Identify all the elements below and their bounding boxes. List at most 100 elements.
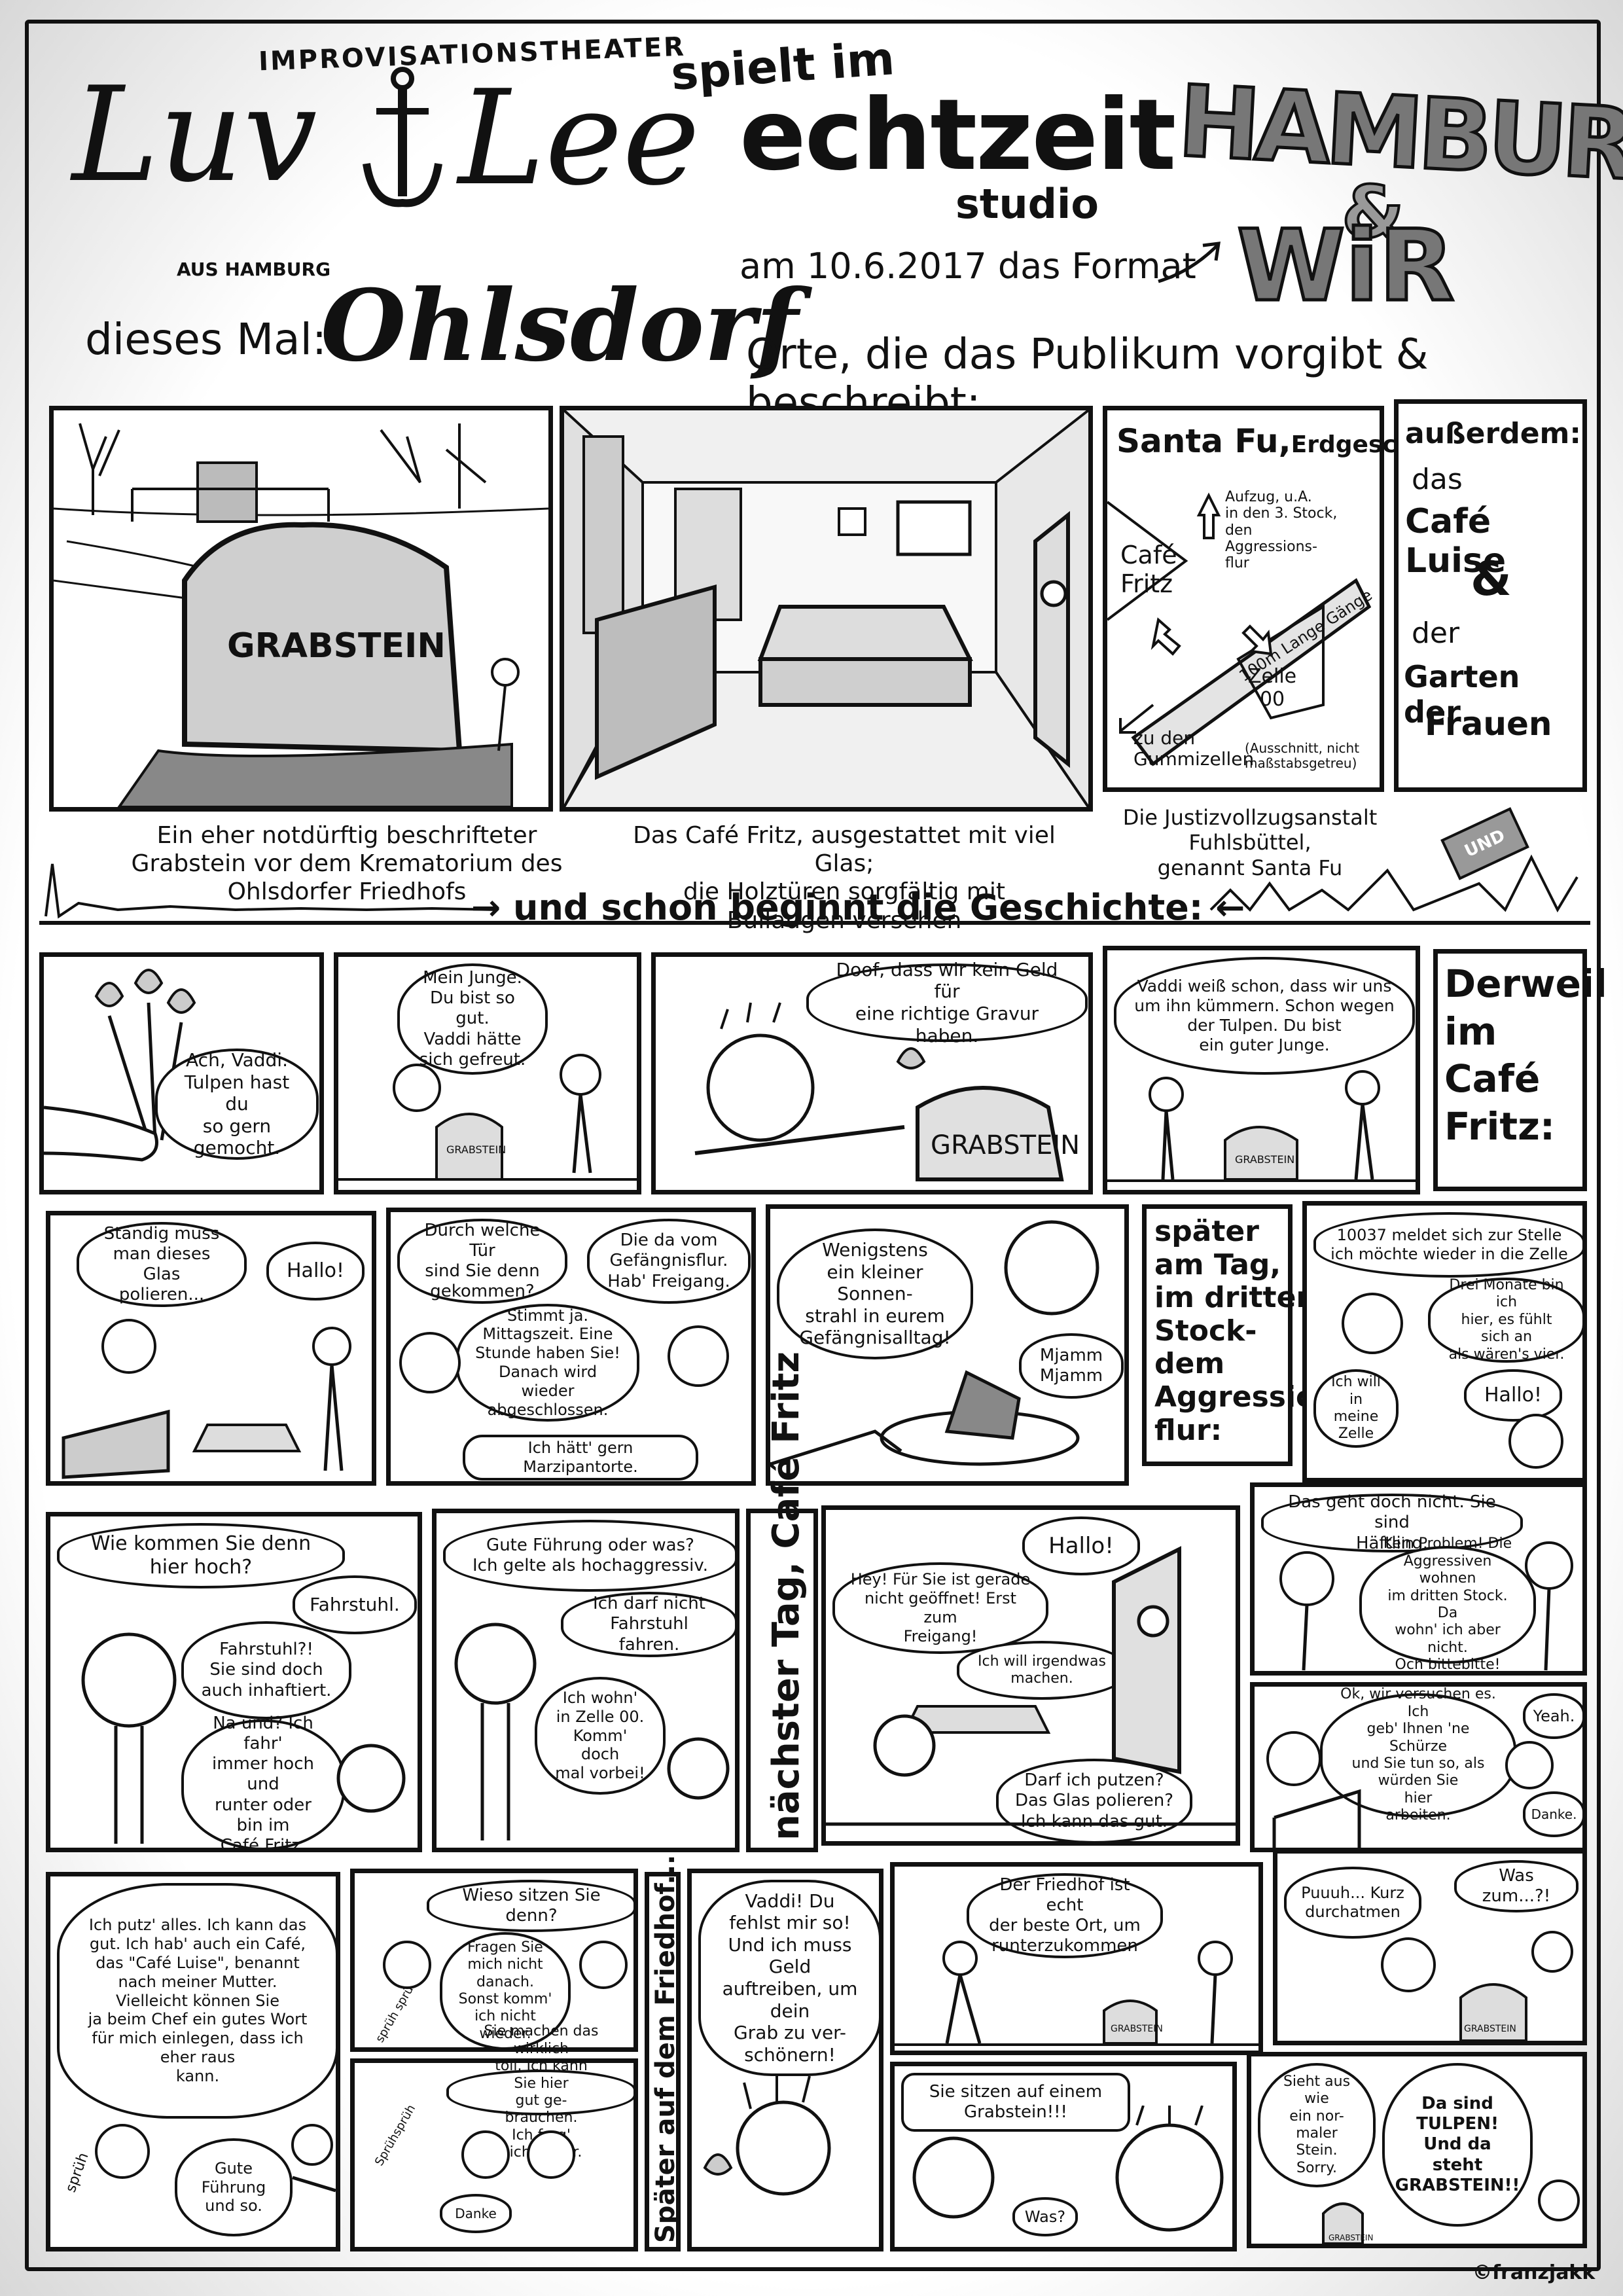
r4-vert-text: Später auf dem Friedhof... bbox=[651, 1854, 681, 2243]
cafe-scene-drawing bbox=[564, 410, 1088, 807]
r3-panel-3: Hallo! Hey! Für Sie ist gerade nicht geö… bbox=[821, 1505, 1240, 1846]
r4-bubble-2a: Wieso sitzen Sie denn? bbox=[427, 1880, 636, 1932]
r2-bubble-3b: Mjamm Mjamm bbox=[1019, 1333, 1124, 1399]
r1p3-stone-label: GRABSTEIN bbox=[931, 1130, 1080, 1160]
grass-decoration bbox=[39, 854, 1590, 925]
r3p2-drawing bbox=[454, 1623, 730, 1840]
date-line: am 10.6.2017 das Format bbox=[740, 245, 1196, 287]
r4p3-drawing bbox=[461, 2130, 575, 2179]
hamburg-wir-logo: HAMBURG & WiR bbox=[1174, 63, 1623, 334]
r1p2-stone-label: GRABSTEIN bbox=[446, 1143, 507, 1156]
r2-bubble-1: Ständig muss man dieses Glas polieren... bbox=[77, 1222, 247, 1307]
also-panel: außerdem: das Café Luise & der Garten de… bbox=[1394, 399, 1587, 792]
r4p7-drawing bbox=[912, 2106, 1224, 2232]
r2-panel-2: Durch welche Tür sind Sie denn gekommen?… bbox=[386, 1208, 756, 1486]
r4-panel-5: Der Friedhof ist echt der beste Ort, um … bbox=[890, 1862, 1263, 2055]
r3-bubble-3b: Hey! Für Sie ist gerade nicht geöffnet! … bbox=[832, 1562, 1048, 1654]
r3-bubble-2a: Gute Führung oder was? Ich gelte als hoc… bbox=[443, 1520, 738, 1592]
r3-bubble-1c: Fahrstuhl?! Sie sind doch auch inhaftier… bbox=[181, 1621, 351, 1719]
banner-arrow-left-icon: → bbox=[471, 887, 514, 928]
r3-panel-5: Ok, wir versuchen es. Ich geb' Ihnen 'ne… bbox=[1250, 1682, 1587, 1852]
r4-panel-4: Vaddi! Du fehlst mir so! Und ich muss Ge… bbox=[687, 1869, 883, 2251]
r4-panel-8: Sieht aus wie ein nor- maler Stein. Sorr… bbox=[1247, 2052, 1587, 2248]
r4-bubble-1b: Gute Führung und so. bbox=[175, 2138, 293, 2236]
map-cell: Zelle 00 bbox=[1248, 665, 1297, 711]
r3-bubble-1b: Fahrstuhl. bbox=[293, 1575, 417, 1634]
r4-bubble-5b: Was zum...?! bbox=[1454, 1860, 1578, 1912]
this-time-label: dieses Mal: bbox=[85, 314, 327, 365]
r4-bubble-7a: Sieht aus wie ein nor- maler Stein. Sorr… bbox=[1258, 2063, 1376, 2187]
r4p2-drawing bbox=[383, 1941, 628, 1989]
r4p4-drawing bbox=[703, 2075, 831, 2196]
venue-name: echtzeit bbox=[740, 79, 1176, 192]
prison-caption: Die Justizvollzugsanstalt Fuhlsbüttel, g… bbox=[1122, 805, 1378, 880]
also-text4: Garten der bbox=[1404, 659, 1520, 730]
also-text2: Café Luise bbox=[1405, 502, 1507, 581]
r1p2-drawing bbox=[338, 1054, 637, 1181]
r1-bubble-2: Mein Junge. Du bist so gut. Vaddi hätte … bbox=[397, 963, 548, 1075]
r2-bubble-3a: Wenigstens ein kleiner Sonnen- strahl in… bbox=[777, 1229, 973, 1359]
r4-bubble-1: Ich putz' alles. Ich kann das gut. Ich h… bbox=[57, 1883, 338, 2119]
r4-bubble-7b: Da sind TULPEN! Und da steht GRABSTEIN!! bbox=[1382, 2063, 1533, 2227]
r2-bubble-2a: Durch welche Tür sind Sie denn gekommen? bbox=[397, 1219, 567, 1304]
r2p1-drawing bbox=[62, 1319, 351, 1479]
r4p1-drawing bbox=[95, 2124, 336, 2193]
grave-scene-drawing bbox=[54, 423, 548, 807]
anchor-icon bbox=[363, 67, 442, 207]
venue-sub: studio bbox=[955, 180, 1099, 228]
origin: AUS HAMBURG bbox=[177, 259, 331, 280]
r4-panel-2: Wieso sitzen Sie denn? Fragen Sie mich n… bbox=[350, 1869, 638, 2052]
r3-bubble-2b: Ich darf nicht Fahrstuhl fahren. bbox=[561, 1592, 738, 1657]
story-banner-text: und schon beginnt die Geschichte: bbox=[513, 887, 1204, 928]
r2p2-drawing bbox=[399, 1325, 729, 1393]
prison-map-panel: Santa Fu,Erdgeschoss Aufzug, u.A. in den… bbox=[1103, 406, 1457, 792]
r4p8-stone-label: GRABSTEIN bbox=[1329, 2233, 1374, 2242]
banner-arrow-right-icon: ← bbox=[1203, 887, 1245, 928]
r2p3-drawing bbox=[770, 1220, 1099, 1466]
r3-bubble-3c: Ich will irgendwas machen. bbox=[957, 1641, 1127, 1700]
r4-bubble-4a: Der Friedhof ist echt der beste Ort, um … bbox=[967, 1873, 1163, 1958]
r4-bubble-6a: Sie sitzen auf einem Grabstein!!! bbox=[901, 2073, 1130, 2132]
r2-side-text: später am Tag, im dritten Stock- dem Agg… bbox=[1154, 1215, 1366, 1447]
r2-panel-4: 10037 meldet sich zur Stelle ich möchte … bbox=[1302, 1201, 1587, 1482]
r2-bubble-2c: Stimmt ja. Mittagszeit. Eine Stunde habe… bbox=[456, 1304, 639, 1422]
r4-bubble-6b: Was? bbox=[1012, 2197, 1078, 2236]
poster-frame bbox=[25, 20, 1601, 2271]
r3-bubble-4a: Das geht doch nicht. Sie sind Häftling. bbox=[1261, 1492, 1523, 1553]
r4-panel-3: Sie machen das wirklich toll. Ich kann S… bbox=[350, 2023, 638, 2251]
also-text1: das bbox=[1412, 463, 1463, 496]
r1p4-drawing bbox=[1107, 1070, 1416, 1182]
also-text5: Frauen bbox=[1425, 705, 1552, 743]
r3p5-drawing bbox=[1266, 1731, 1554, 1848]
r3-vert-text: nächster Tag, Café Fritz bbox=[765, 1351, 808, 1840]
also-amp: & bbox=[1471, 551, 1512, 606]
r4-panel-7: Sie sitzen auf einem Grabstein!!! Was? bbox=[890, 2062, 1237, 2251]
r4p8-drawing bbox=[1322, 2179, 1580, 2244]
r3-panel-2: Gute Führung oder was? Ich gelte als hoc… bbox=[432, 1509, 740, 1852]
story-banner: → und schon beginnt die Geschichte: ← bbox=[471, 887, 1245, 928]
r2-bubble-4c: Ich will in meine Zelle bbox=[1313, 1369, 1399, 1448]
r3-vert-panel: nächster Tag, Café Fritz bbox=[746, 1352, 818, 1852]
logo-amp: & bbox=[1340, 169, 1406, 255]
r2-panel-1: Ständig muss man dieses Glas polieren...… bbox=[46, 1211, 376, 1486]
r4-vert-panel: Später auf dem Friedhof... bbox=[645, 1855, 681, 2251]
r4-bubble-2d: Danke bbox=[440, 2194, 512, 2233]
r4-bubble-5a: Puuuh... Kurz durchatmen bbox=[1284, 1867, 1421, 1939]
name-left: Luv bbox=[72, 59, 317, 211]
grave-panel: GRABSTEIN bbox=[49, 406, 553, 812]
r3-panel-1: Wie kommen Sie denn hier hoch? Fahrstuhl… bbox=[46, 1512, 422, 1856]
r3p4-drawing bbox=[1279, 1541, 1573, 1671]
r1-side-text: Derweil im Café Fritz: bbox=[1444, 961, 1607, 1149]
r1-bubble-1: Ach, Vaddi. Tulpen hast du so gern gemoc… bbox=[155, 1049, 319, 1160]
cafe-panel bbox=[560, 406, 1093, 812]
r3-bubble-1d: Na und? Ich fahr' immer hoch und runter … bbox=[181, 1713, 345, 1856]
r3p1-drawing bbox=[81, 1632, 406, 1844]
r4-panel-1: Ich putz' alles. Ich kann das gut. Ich h… bbox=[46, 1872, 340, 2251]
r3-bubble-4c: Ok, wir versuchen es. Ich geb' Ihnen 'ne… bbox=[1320, 1686, 1516, 1823]
r4-bubble-3: Vaddi! Du fehlst mir so! Und ich muss Ge… bbox=[698, 1880, 882, 2076]
r4p6-drawing bbox=[1381, 1931, 1573, 2041]
r1p4-stone-label: GRABSTEIN bbox=[1235, 1153, 1295, 1166]
r2-bubble-4a: 10037 meldet sich zur Stelle ich möchte … bbox=[1313, 1212, 1585, 1278]
signature: ©franzjakk bbox=[1472, 2261, 1596, 2284]
r1-panel-1: Ach, Vaddi. Tulpen hast du so gern gemoc… bbox=[39, 952, 324, 1194]
